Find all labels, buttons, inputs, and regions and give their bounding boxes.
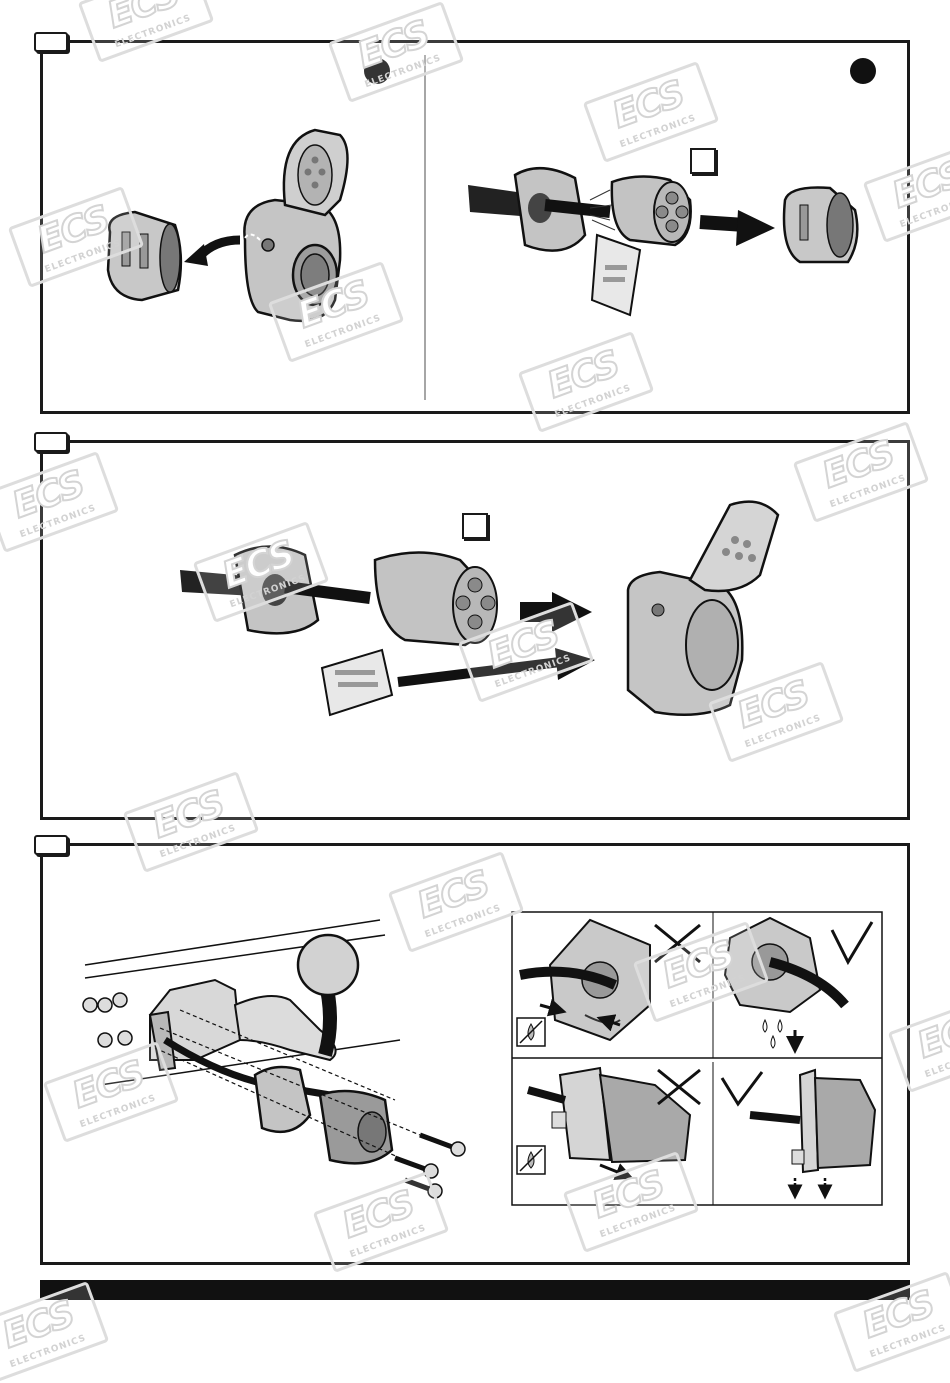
step-1-checkbox <box>690 148 716 174</box>
check-mark-icon-bottom <box>720 1071 764 1107</box>
step-2-number-tab <box>34 432 68 452</box>
connector-block-step2 <box>320 648 394 717</box>
check-mark-icon <box>830 921 874 966</box>
towbar-bracket <box>148 933 360 1072</box>
nuts <box>82 992 133 1048</box>
collar-ring-right <box>782 186 859 264</box>
sub-step-b-marker <box>850 58 876 84</box>
socket-open-cover <box>243 128 349 323</box>
socket-mount-step3 <box>253 1065 394 1165</box>
step-1-number-tab <box>34 32 68 52</box>
correct-orientation-top <box>723 916 849 1054</box>
connector-block-b <box>590 233 642 317</box>
step-3-number-tab <box>34 835 68 855</box>
footer-bar <box>40 1280 910 1300</box>
cross-mark-icon <box>654 923 701 964</box>
correct-orientation-bottom <box>749 1068 877 1200</box>
bolts <box>394 1132 466 1199</box>
cable-and-seal-step2 <box>180 545 371 635</box>
pin-insert-b <box>610 175 692 247</box>
cable-and-seal-b <box>468 166 616 252</box>
alignment-dashes <box>154 1009 421 1159</box>
arrow-insert-connector <box>397 657 561 687</box>
arrow-remove-collar <box>196 235 241 260</box>
cross-mark-icon-bottom <box>657 1068 701 1106</box>
step-2-checkbox <box>462 513 488 539</box>
collar-ring-left <box>106 210 183 302</box>
sub-step-a-marker <box>364 58 390 84</box>
pin-insert-step2 <box>373 551 498 647</box>
socket-complete-step2 <box>626 500 780 717</box>
wrong-orientation-top <box>516 918 651 1047</box>
illustrations <box>82 55 883 1206</box>
